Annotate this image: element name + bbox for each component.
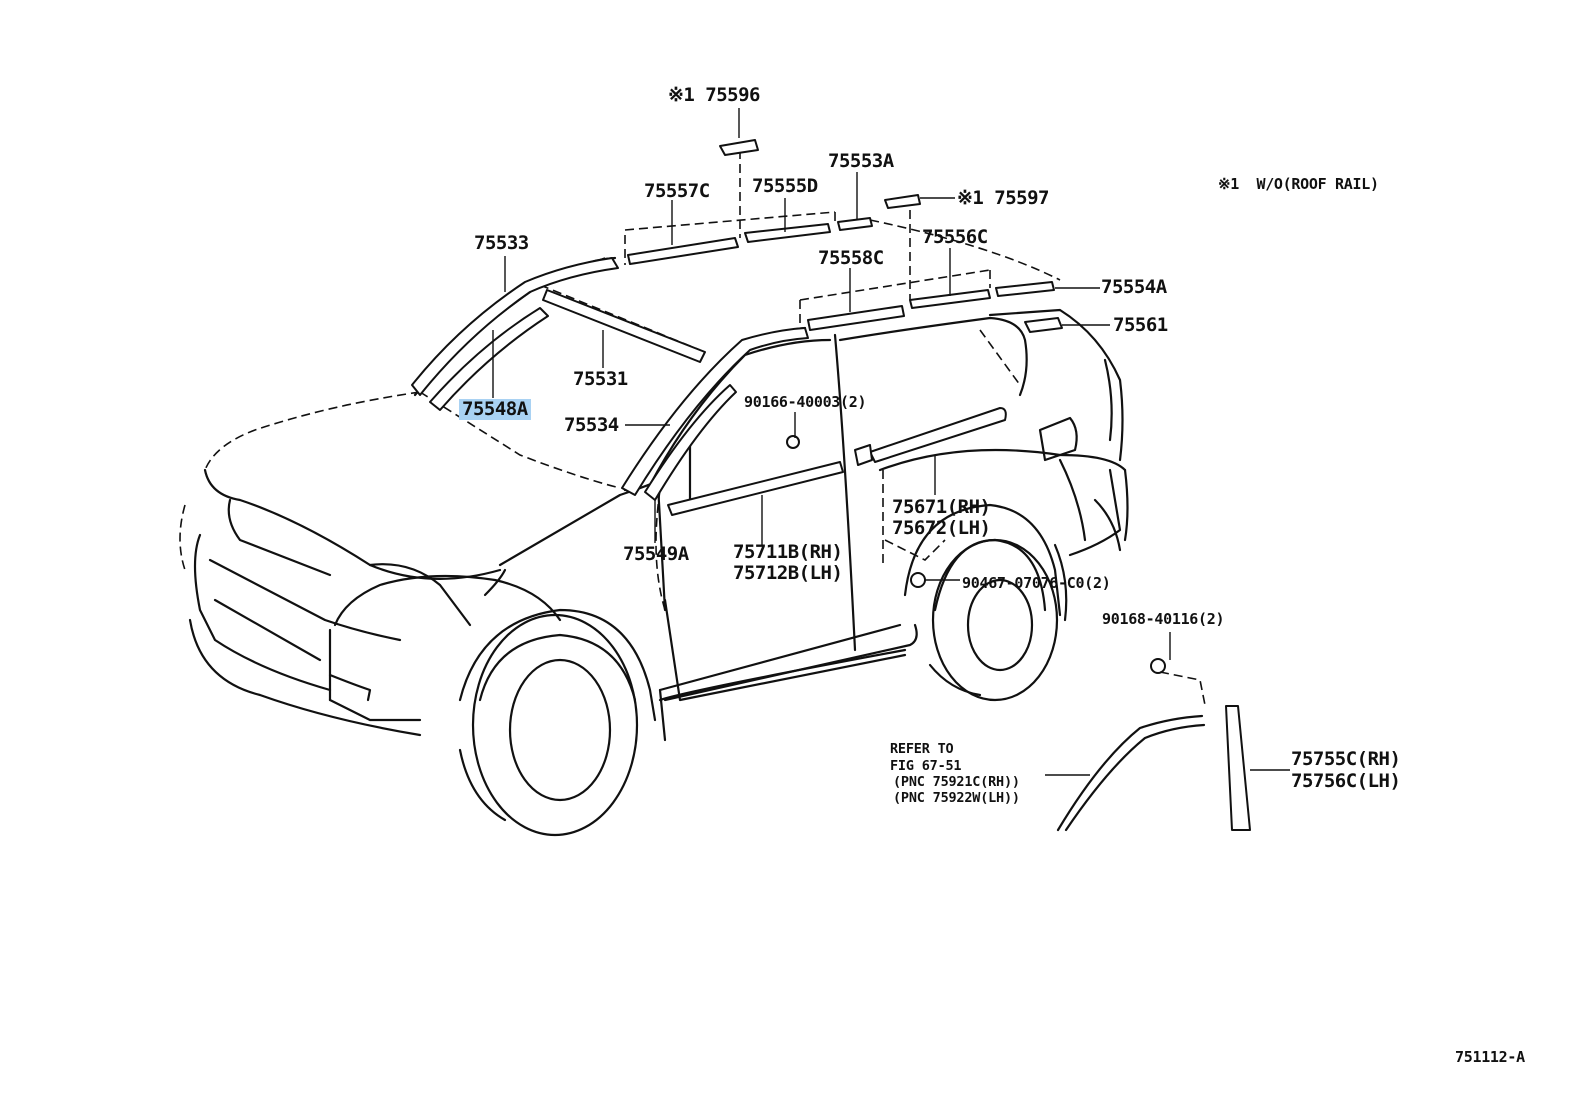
- label-75596: ※1 75596: [668, 84, 761, 106]
- refer-line-2: FIG 67-51: [890, 758, 962, 774]
- leader-lines: [492, 108, 1290, 776]
- label-75549A: 75549A: [623, 543, 689, 565]
- refer-line-4: (PNC 75922W(LH)): [893, 790, 1020, 806]
- label-75548A[interactable]: 75548A: [459, 399, 531, 420]
- label-75556C: 75556C: [922, 226, 988, 248]
- vehicle-outline: [179, 150, 1129, 837]
- label-75533: 75533: [474, 232, 529, 254]
- label-75554A: 75554A: [1101, 276, 1167, 298]
- label-90168-40116: 90168-40116(2): [1102, 610, 1225, 628]
- label-75561: 75561: [1113, 314, 1168, 336]
- label-75553A: 75553A: [828, 150, 894, 172]
- label-90467-07076-C0: 90467-07076-C0(2): [962, 574, 1111, 592]
- figure-code: 751112-A: [1455, 1048, 1525, 1066]
- label-75534: 75534: [564, 414, 619, 436]
- label-75711B: 75711B(RH): [733, 541, 843, 563]
- label-75558C: 75558C: [818, 247, 884, 269]
- label-75756C: 75756C(LH): [1291, 770, 1401, 792]
- label-75672: 75672(LH): [892, 517, 991, 539]
- note-mark: ※1: [1218, 175, 1239, 193]
- label-75531: 75531: [573, 368, 628, 390]
- label-75671: 75671(RH): [892, 496, 991, 518]
- label-75755C: 75755C(RH): [1291, 748, 1401, 770]
- refer-line-1: REFER TO: [890, 741, 954, 757]
- label-75712B: 75712B(LH): [733, 562, 843, 584]
- label-90166-40003: 90166-40003(2): [744, 393, 867, 411]
- label-75555D: 75555D: [752, 175, 818, 197]
- note-legend: ※1 W/O(ROOF RAIL): [1218, 177, 1379, 192]
- label-75597: ※1 75597: [957, 187, 1050, 209]
- refer-line-3: (PNC 75921C(RH)): [893, 774, 1020, 790]
- molding-parts: [411, 139, 1251, 832]
- label-75557C: 75557C: [644, 180, 710, 202]
- note-text: W/O(ROOF RAIL): [1256, 175, 1379, 193]
